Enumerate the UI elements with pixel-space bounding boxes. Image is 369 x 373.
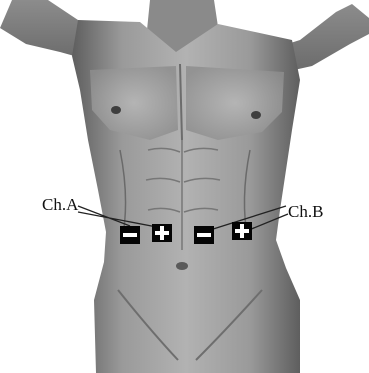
channel-b-negative-electrode — [194, 226, 214, 244]
right-nipple — [251, 111, 261, 119]
channel-b-label: Ch.B — [288, 202, 323, 221]
channel-a-label: Ch.A — [42, 195, 79, 214]
channel-a-negative-electrode — [120, 226, 140, 244]
left-nipple — [111, 106, 121, 114]
channel-a-positive-electrode — [152, 224, 172, 242]
channel-b-positive-electrode — [232, 222, 252, 240]
navel — [176, 262, 188, 270]
